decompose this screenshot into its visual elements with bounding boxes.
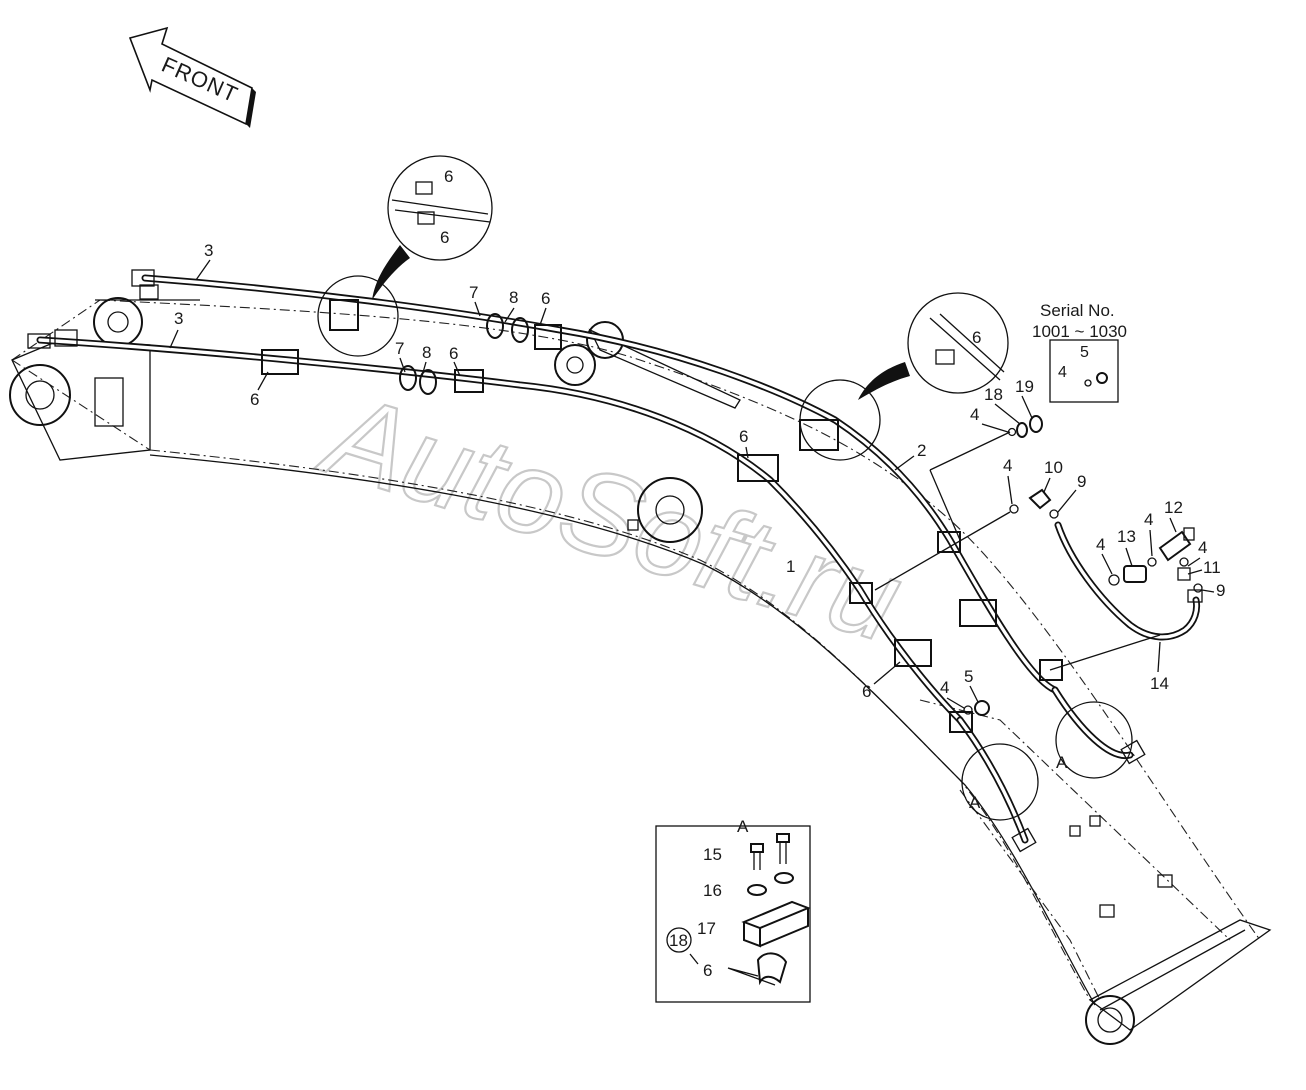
hose-3-lower	[36, 336, 964, 724]
view-marker-a-left: A	[969, 793, 981, 812]
hose-3-upper	[141, 274, 1059, 694]
callout-plug-4: 4	[940, 678, 949, 697]
serial-title: Serial No.	[1040, 301, 1115, 320]
callout-fitting-18: 18	[984, 385, 1003, 404]
callout-adapter-4a: 4	[1144, 510, 1153, 529]
callout-elbow-10: 10	[1044, 458, 1063, 477]
callout-clip-upper-6: 6	[541, 289, 550, 308]
callout-hose-14: 14	[1150, 674, 1169, 693]
callout-adapter-13: 13	[1117, 527, 1136, 546]
front-arrow: FRONT	[128, 26, 256, 128]
callout-clip-lower-7: 7	[395, 339, 404, 358]
detail-a-label-6: 6	[703, 961, 712, 980]
zoom-circle-right	[799, 292, 1009, 461]
detail-circle-a-left	[961, 743, 1039, 821]
detail-a-circled-18: 18	[669, 931, 688, 950]
callout-zoom-right: 6	[972, 328, 981, 347]
callout-adapter-12: 12	[1164, 498, 1183, 517]
callout-clip-upper-7: 7	[469, 283, 478, 302]
serial-label-4: 4	[1058, 364, 1067, 381]
callout-clamp-lower: 6	[862, 682, 871, 701]
callout-pipe-2: 2	[917, 441, 926, 460]
callout-labels: 6 6 6 3 3 7 8 6 7 8 6 6 6 2 1 6 18 19 4 …	[169, 167, 1225, 709]
serial-range: 1001 ~ 1030	[1032, 322, 1127, 341]
callout-elbow-4: 4	[1003, 456, 1012, 475]
callout-zoom-top-1: 6	[444, 167, 453, 186]
callout-adapter-4c: 4	[1198, 538, 1207, 557]
callout-zoom-top-2: 6	[440, 228, 449, 247]
callout-adapter-11: 11	[1203, 558, 1221, 577]
zoom-circle-top	[317, 155, 493, 357]
detail-a-label-16: 16	[703, 881, 722, 900]
callout-elbow-9: 9	[1077, 472, 1086, 491]
hose-left-fittings	[27, 269, 159, 349]
callout-clip-lower-8: 8	[422, 343, 431, 362]
callout-pipe-1: 1	[786, 557, 795, 576]
callout-fitting-19: 19	[1015, 377, 1034, 396]
callout-adapter-4b: 4	[1096, 535, 1105, 554]
detail-circle-a-right	[1055, 701, 1133, 779]
detail-a-title: A	[737, 817, 749, 836]
callout-plug-5: 5	[964, 667, 973, 686]
clamps	[261, 299, 1063, 733]
serial-box: Serial No. 1001 ~ 1030 5 4	[1032, 301, 1127, 403]
callout-fitting-4: 4	[970, 405, 979, 424]
callout-clip-upper-8: 8	[509, 288, 518, 307]
detail-a-box: A 18 15 16 17 6	[655, 817, 811, 1003]
callout-hose-3-lower: 3	[174, 309, 183, 328]
callout-clamp-left: 6	[250, 390, 259, 409]
callout-adapter-9: 9	[1216, 581, 1225, 600]
detail-a-label-17: 17	[697, 919, 716, 938]
detail-a-label-15: 15	[703, 845, 722, 864]
pipe-ends	[956, 686, 1146, 853]
callout-hose-3-upper: 3	[204, 241, 213, 260]
view-marker-a-right: A	[1056, 753, 1068, 772]
fittings-assembly	[874, 415, 1203, 716]
callout-clamp-mid: 6	[739, 427, 748, 446]
callout-clip-lower-6: 6	[449, 344, 458, 363]
serial-label-5: 5	[1080, 344, 1089, 361]
